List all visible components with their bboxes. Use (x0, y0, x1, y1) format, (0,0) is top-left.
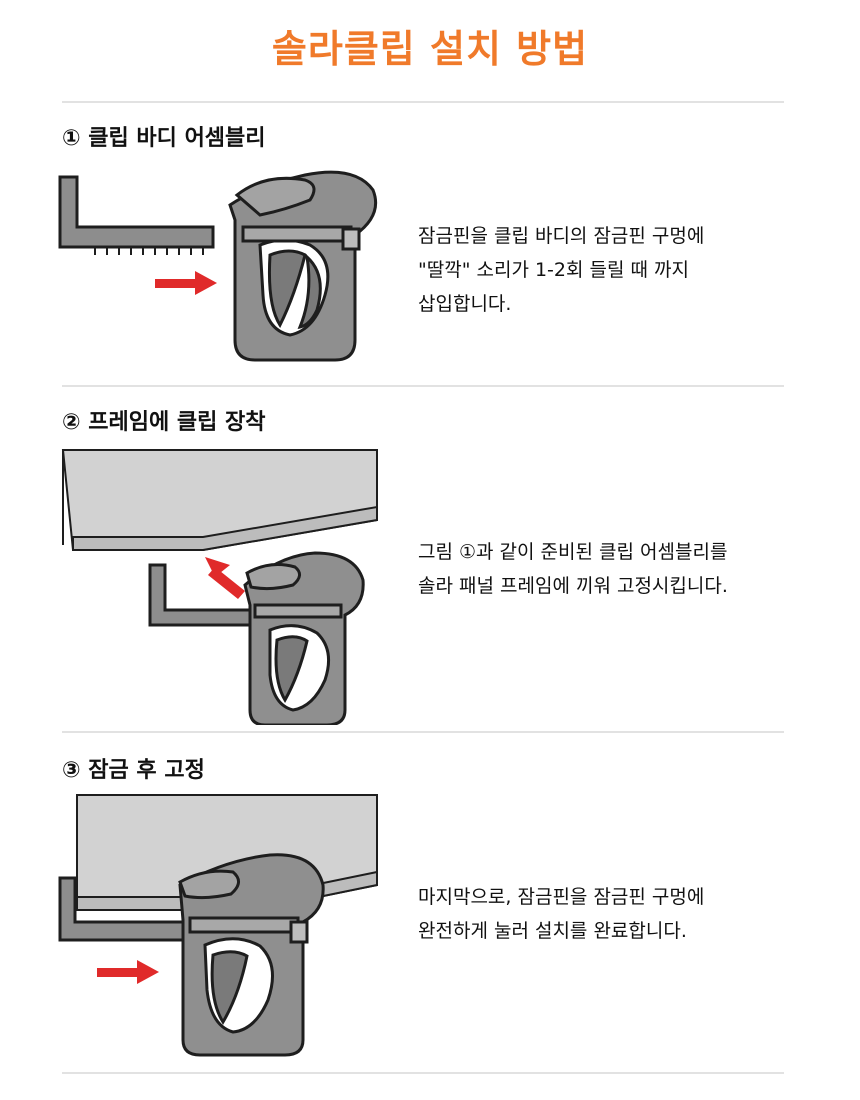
divider (62, 1072, 784, 1074)
clip-body (178, 853, 325, 1057)
solar-panel-frame (61, 449, 378, 551)
pin-ridges (94, 247, 204, 255)
attach-arrow (205, 557, 245, 599)
step-3-heading: ③ 잠금 후 고정 (62, 758, 205, 783)
step-2-heading: ② 프레임에 클립 장착 (62, 410, 266, 435)
locking-pin (58, 175, 215, 249)
divider (62, 101, 784, 103)
clip-body (228, 170, 378, 362)
clip-assembly (148, 551, 365, 725)
insert-arrow (155, 271, 217, 295)
page-title: 솔라클립 설치 방법 (271, 27, 589, 71)
step-1-illustration (58, 170, 378, 362)
step-2-illustration (61, 449, 378, 725)
press-arrow (97, 960, 159, 984)
divider (62, 731, 784, 733)
step-1-heading: ① 클립 바디 어셈블리 (62, 126, 266, 151)
step-1-description: 잠금핀을 클립 바디의 잠금핀 구멍에 "딸깍" 소리가 1-2회 들릴 때 까… (418, 225, 705, 315)
step-3-description: 마지막으로, 잠금핀을 잠금핀 구멍에 완전하게 눌러 설치를 완료합니다. (418, 886, 705, 942)
divider (62, 385, 784, 387)
step-3-illustration (58, 794, 378, 1057)
step-2-description: 그림 ①과 같이 준비된 클립 어셈블리를 솔라 패널 프레임에 끼워 고정시킵… (418, 541, 728, 597)
